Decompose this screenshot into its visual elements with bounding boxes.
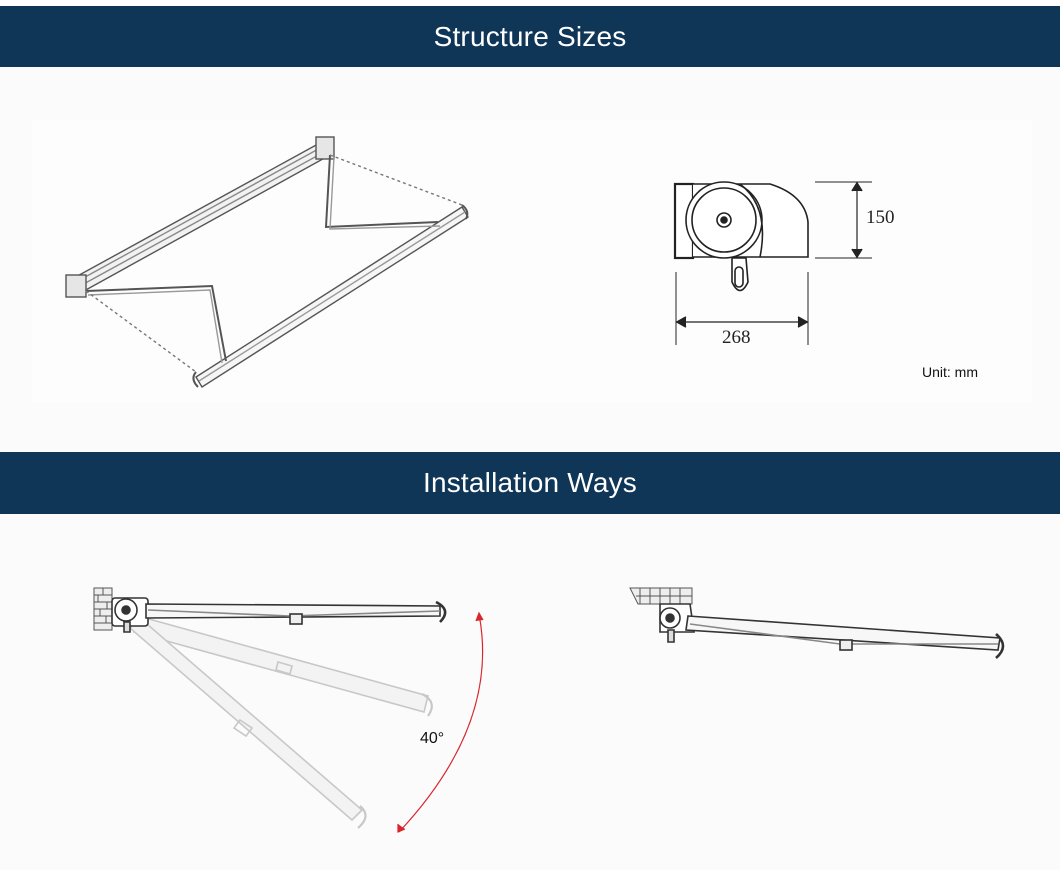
ceiling-mount-installation-drawing: [629, 587, 1005, 659]
angle-label: 40°: [420, 730, 445, 747]
structure-sizes-title: Structure Sizes: [433, 20, 627, 52]
height-dimension-label: 150: [866, 207, 895, 228]
installation-ways-title: Installation Ways: [422, 467, 637, 498]
structure-sizes-panel: 150 268 Unit: mm: [0, 67, 1060, 452]
installation-ways-panel: 40°: [0, 514, 1060, 870]
width-dimension-label: 268: [722, 327, 751, 348]
unit-label: Unit: mm: [922, 364, 978, 380]
awning-perspective-drawing: [65, 136, 469, 388]
structure-card: [32, 120, 1032, 402]
structure-sizes-banner: Structure Sizes: [0, 6, 1060, 67]
wall-mount-installation-drawing: [93, 587, 484, 833]
installation-ways-banner: Installation Ways: [0, 452, 1060, 514]
cassette-cross-section-drawing: [673, 181, 872, 345]
